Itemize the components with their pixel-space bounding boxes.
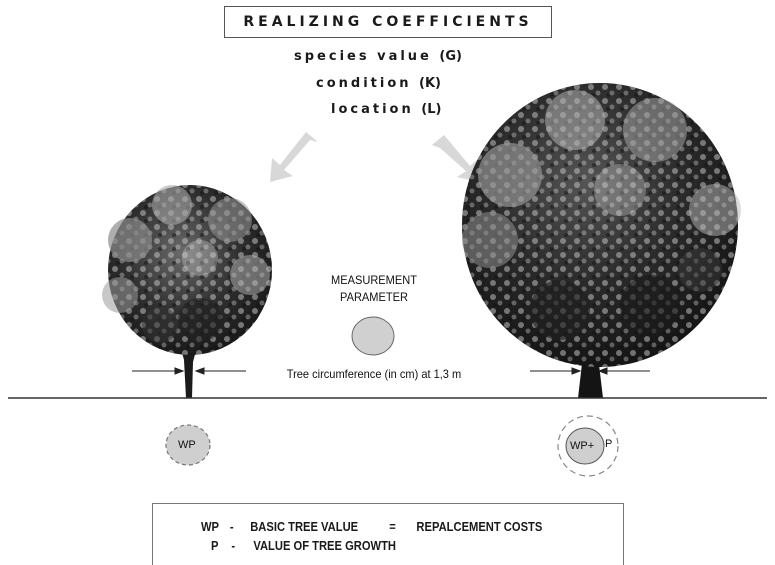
small-tree-icon xyxy=(102,185,272,398)
wp-badge-label: WP xyxy=(178,439,196,451)
wp-badge-circle xyxy=(165,424,211,466)
coefficient-symbol: (L) xyxy=(421,102,442,117)
wp-plus-badge-label: WP+ xyxy=(570,440,595,452)
legend-abbr: P xyxy=(211,538,219,553)
coefficient-symbol: (G) xyxy=(439,49,462,64)
legend-dash: - xyxy=(231,538,236,553)
wp-plus-inner-circle xyxy=(565,427,605,465)
legend-box: WP - BASIC TREE VALUE = REPALCEMENT COST… xyxy=(152,503,624,565)
legend-row-wp: WP - BASIC TREE VALUE = REPALCEMENT COST… xyxy=(201,519,542,534)
measurement-line1: MEASUREMENT xyxy=(331,273,417,287)
legend-abbr: WP xyxy=(201,519,220,534)
large-trunk-arrows xyxy=(530,367,650,375)
legend-description: BASIC TREE VALUE xyxy=(250,519,359,534)
coefficient-location: location (L) xyxy=(331,102,441,117)
title-box: REALIZING COEFFICIENTS xyxy=(224,6,552,38)
circumference-label: Tree circumference (in cm) at 1,3 m xyxy=(286,367,462,381)
coefficient-species: species value (G) xyxy=(294,49,462,64)
coefficient-name: location xyxy=(331,102,414,117)
legend-equals: = xyxy=(389,519,396,534)
measurement-line2: PARAMETER xyxy=(340,290,408,304)
legend-dash: - xyxy=(229,519,234,534)
legend-description: VALUE OF TREE GROWTH xyxy=(253,538,397,553)
legend-result: REPALCEMENT COSTS xyxy=(416,519,543,534)
coefficient-name: condition xyxy=(316,76,412,91)
arrow-right-icon xyxy=(432,135,480,182)
measurement-heading: MEASUREMENT PARAMETER xyxy=(306,272,442,306)
coefficient-name: species value xyxy=(294,49,432,64)
arrow-left-icon xyxy=(270,132,318,182)
legend-row-p: P - VALUE OF TREE GROWTH xyxy=(211,538,396,553)
coefficient-condition: condition (K) xyxy=(316,76,441,91)
measurement-circle xyxy=(351,316,395,356)
coefficient-symbol: (K) xyxy=(419,76,442,91)
wp-plus-outer-circle xyxy=(557,415,619,477)
diagram-title: REALIZING COEFFICIENTS xyxy=(243,14,533,30)
small-trunk-arrows xyxy=(132,367,246,375)
large-tree-icon xyxy=(462,83,741,398)
p-badge-label: P xyxy=(605,438,613,450)
